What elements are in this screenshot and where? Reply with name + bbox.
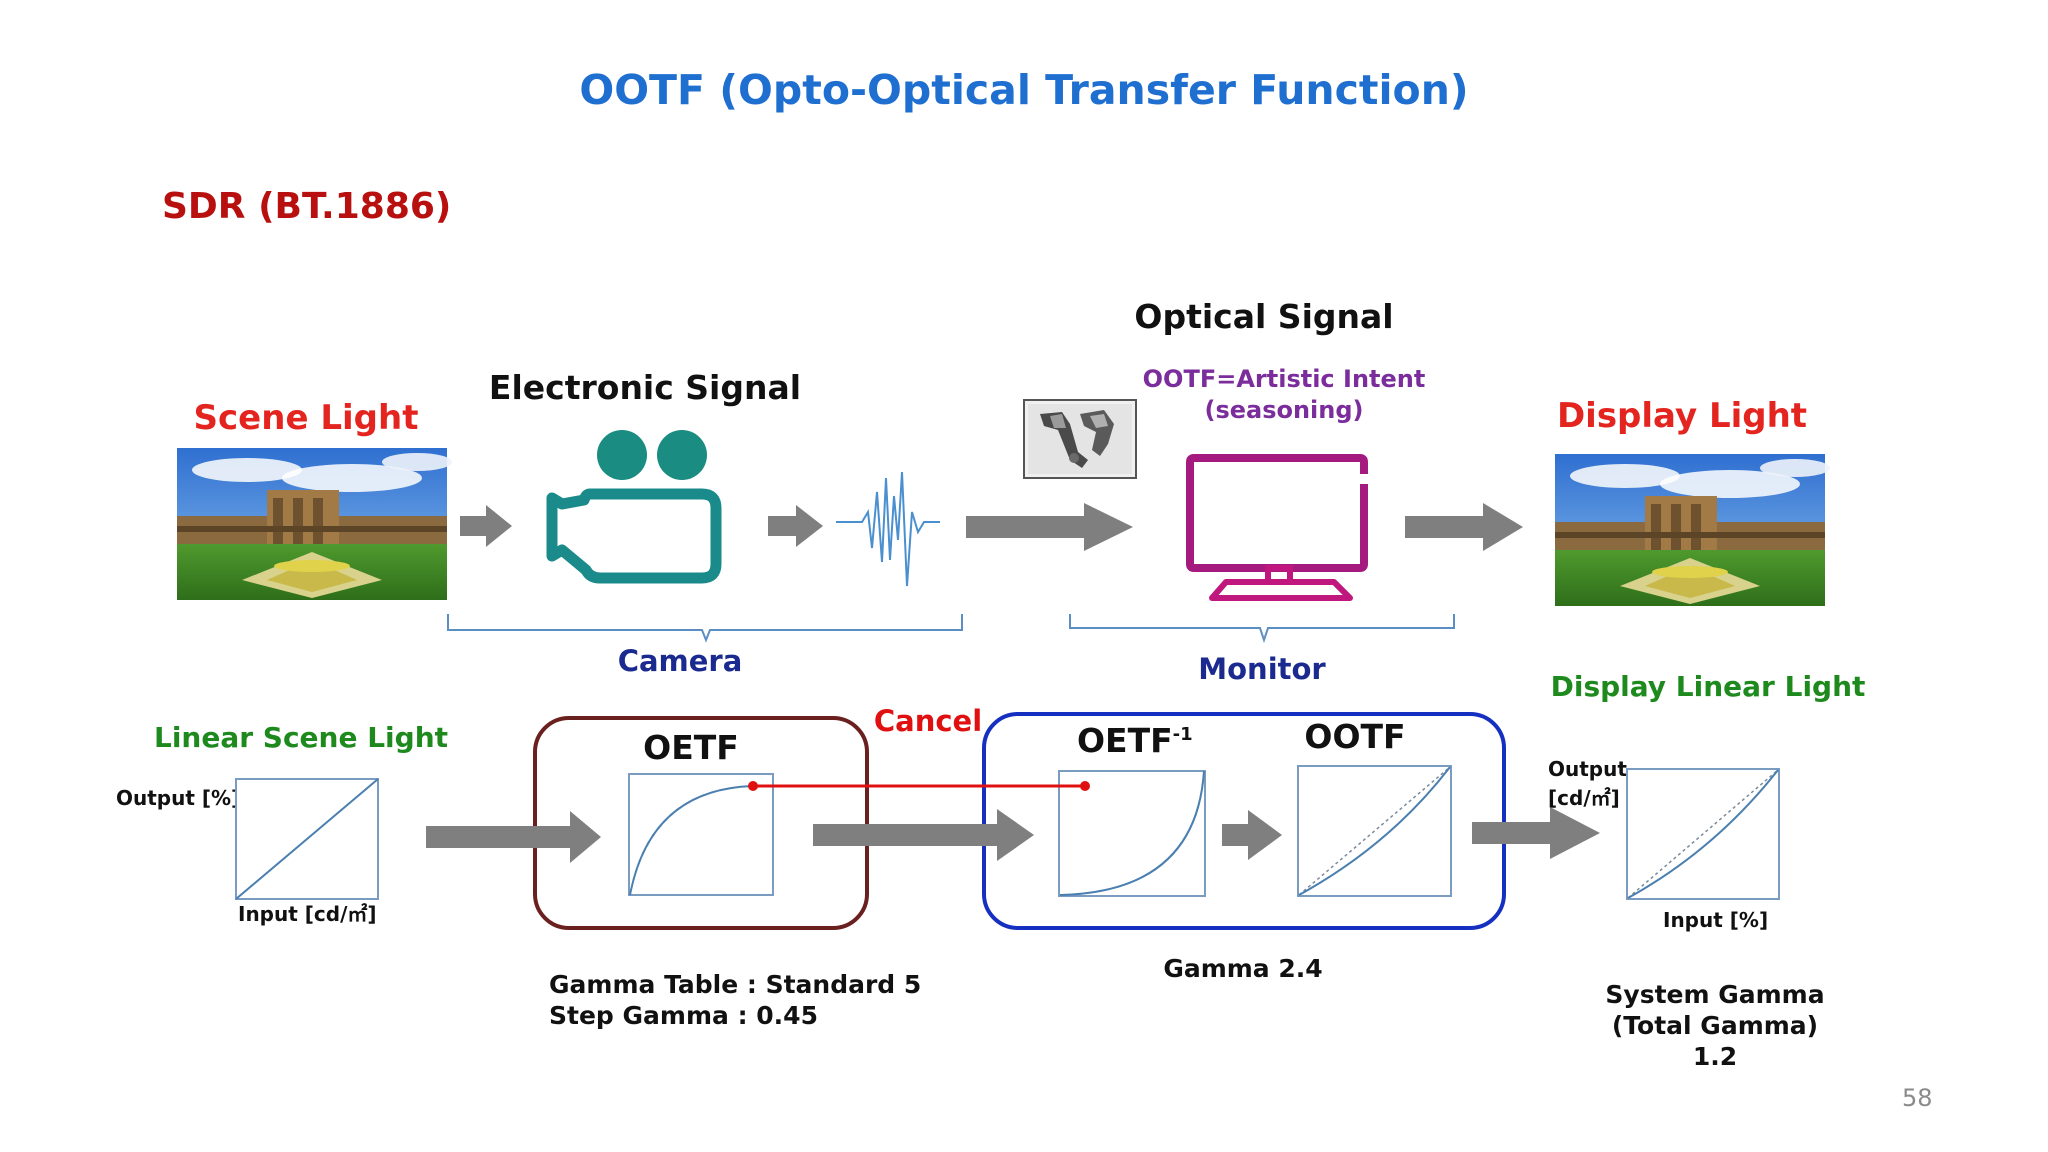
input-cd-label: Input [cd/㎡] [238,902,377,926]
ootf-intent-line2: (seasoning) [1204,396,1364,424]
arrow-signal-to-monitor [966,503,1133,551]
output-percent-label: Output [%] [116,786,241,810]
arrow-camera-to-signal [768,505,823,547]
gamma-table-note: Gamma Table : Standard 5 Step Gamma : 0.… [549,969,921,1031]
arrow-scene-to-camera [460,505,512,547]
input-percent-label: Input [%] [1663,908,1769,932]
page-subtitle: SDR (BT.1886) [162,186,452,227]
camera-label: Camera [617,644,743,678]
gamma-24-note: Gamma 2.4 [1163,954,1323,983]
cancel-connector [748,781,1090,791]
linear-scene-light-label: Linear Scene Light [153,721,449,754]
wrench-icon [1023,399,1137,479]
arrow-linear-to-oetf [426,811,601,863]
display-light-photo [1555,454,1830,606]
camera-brace [447,614,963,643]
scene-light-photo [177,448,452,600]
optical-signal-label: Optical Signal [1134,297,1394,336]
monitor-box [982,712,1506,930]
page-title: OOTF (Opto-Optical Transfer Function) [579,66,1469,114]
oetf-inverse-graph [1058,770,1206,897]
ootf-label: OOTF [1304,717,1406,756]
ootf-graph [1297,765,1452,897]
oetf-box [533,716,869,930]
system-gamma-note: System Gamma (Total Gamma) 1.2 [1605,979,1824,1072]
step-gamma-line: Step Gamma : 0.45 [549,1001,818,1030]
electronic-signal-label: Electronic Signal [488,368,802,407]
ootf-intent-line1: OOTF=Artistic Intent [1142,365,1426,393]
arrow-inverse-to-ootf [1222,810,1282,860]
display-linear-light-label: Display Linear Light [1550,670,1866,703]
output-cd-label: Output [cd/㎡] [1548,755,1627,813]
ootf-intent-label: OOTF=Artistic Intent (seasoning) [1143,364,1426,426]
system-gamma-line2: (Total Gamma) [1611,1011,1819,1040]
output-cd-line1: Output [1548,757,1627,781]
cancel-label: Cancel [873,704,983,738]
scene-light-label: Scene Light [193,398,419,438]
display-linear-graph [1626,768,1780,900]
display-light-label: Display Light [1556,396,1808,436]
arrow-ootf-to-display [1472,807,1600,859]
gamma-table-line: Gamma Table : Standard 5 [549,970,922,999]
oetf-inverse-superscript: -1 [1172,724,1193,745]
monitor-brace [1069,614,1455,644]
arrow-monitor-to-display [1405,503,1523,551]
oetf-inverse-label: OETF-1 [1077,721,1193,760]
linear-scene-graph [235,778,379,900]
system-gamma-line1: System Gamma [1605,980,1825,1009]
oetf-label: OETF [643,728,739,767]
output-cd-line2: [cd/㎡] [1548,786,1620,810]
system-gamma-value: 1.2 [1692,1042,1738,1071]
page-number: 58 [1902,1084,1933,1112]
oetf-graph [628,773,774,896]
waveform-icon [836,471,940,587]
arrow-oetf-to-monitor [813,809,1034,861]
monitor-icon [1186,454,1368,601]
oetf-inverse-text: OETF [1077,721,1173,760]
camera-icon [546,430,722,584]
monitor-label: Monitor [1198,652,1326,686]
